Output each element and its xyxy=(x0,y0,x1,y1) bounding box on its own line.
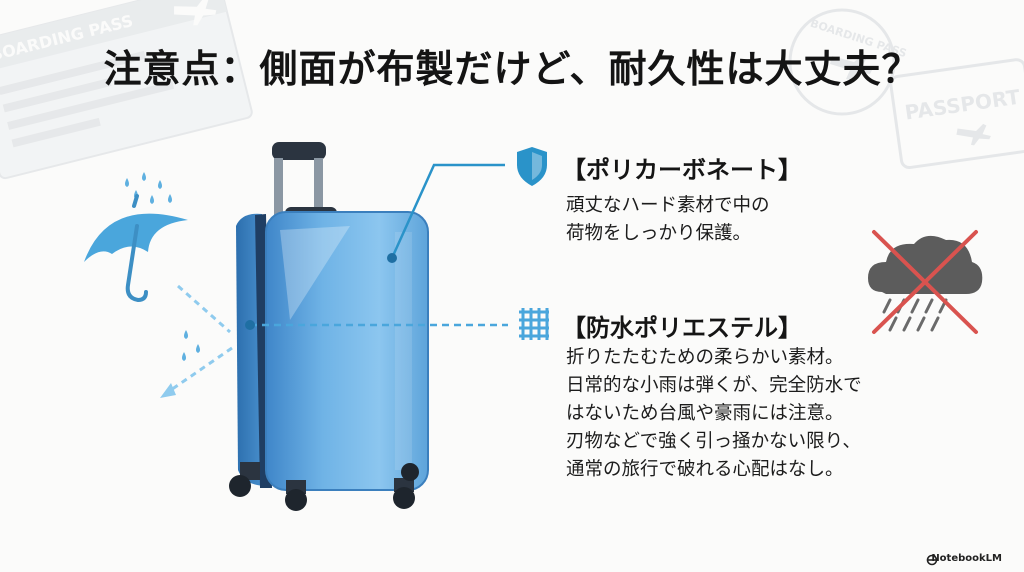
polyester-heading: 【防水ポリエステル】 xyxy=(562,314,802,342)
brand-label: NotebookLM xyxy=(931,553,1002,564)
page-title: 注意点：側面が布製だけど、耐久性は大丈夫？ xyxy=(103,47,921,91)
notebooklm-logo-icon xyxy=(926,554,938,566)
rain-drops xyxy=(125,172,200,361)
polyester-line: はないため台風や豪雨には注意。 xyxy=(566,403,844,424)
polycarbonate-line: 荷物をしっかり保護。 xyxy=(566,223,752,244)
plane-icon xyxy=(174,0,217,26)
suitcase-illustration xyxy=(229,142,429,511)
polycarbonate-heading: 【ポリカーボネート】 xyxy=(562,156,802,184)
plane-icon xyxy=(956,123,991,146)
boarding-pass-left-decoration: BOARDING PASS xyxy=(0,0,253,180)
plane-icon xyxy=(830,54,872,80)
polyester-line: 日常的な小雨は弾くが、完全防水で xyxy=(566,375,862,396)
arrow-head-icon xyxy=(160,383,176,398)
polyester-line: 通常の旅行で破れる心配はなし。 xyxy=(566,459,844,480)
cross-icon xyxy=(872,230,978,334)
polycarbonate-description: 頑丈なハード素材で中の 荷物をしっかり保護。 xyxy=(566,192,770,248)
polyester-line: 刃物などで強く引っ掻かない限り、 xyxy=(566,431,861,452)
polyester-line: 折りたたむための柔らかい素材。 xyxy=(566,347,844,368)
storm-cloud-icon xyxy=(868,235,983,332)
polyester-description: 折りたたむための柔らかい素材。 日常的な小雨は弾くが、完全防水で はないため台風… xyxy=(566,344,862,484)
polycarbonate-line: 頑丈なハード素材で中の xyxy=(566,195,770,216)
umbrella-icon xyxy=(84,194,188,303)
shield-icon xyxy=(517,147,547,186)
rain-deflect-arrows xyxy=(167,284,233,394)
callout-polyester xyxy=(245,320,508,330)
callout-polycarbonate xyxy=(387,163,505,263)
fabric-weave-icon xyxy=(519,308,549,340)
